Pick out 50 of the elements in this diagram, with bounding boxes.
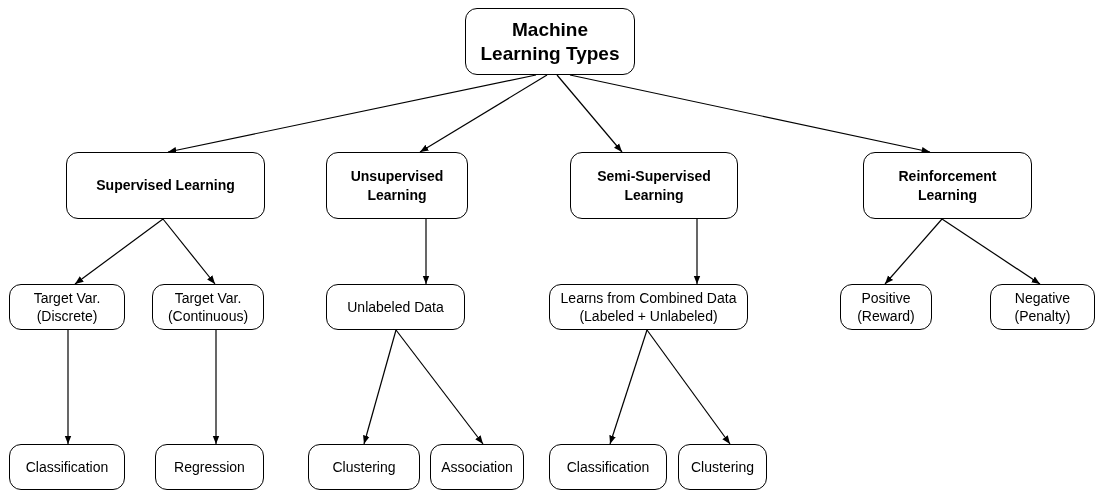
category-box bbox=[66, 152, 265, 219]
node-label: Machine Learning Types bbox=[479, 17, 621, 66]
arrow bbox=[162, 218, 216, 285]
process-box bbox=[990, 284, 1095, 330]
arrow bbox=[693, 218, 701, 285]
node-label: Semi-Supervised Learning bbox=[596, 167, 712, 204]
arrow bbox=[395, 329, 484, 445]
process-box bbox=[430, 444, 524, 490]
node-label: Association bbox=[441, 457, 513, 477]
category-box bbox=[465, 8, 635, 75]
process-box bbox=[326, 284, 465, 330]
node-label: Target Var. (Discrete) bbox=[32, 288, 102, 326]
process-box bbox=[840, 284, 932, 330]
node-label: Learns from Combined Data (Labeled + Unlabeled) bbox=[559, 288, 738, 326]
node-label: Clustering bbox=[691, 457, 754, 477]
process-box bbox=[549, 284, 748, 330]
arrow bbox=[569, 74, 931, 154]
arrow bbox=[167, 74, 537, 154]
arrow bbox=[64, 329, 72, 445]
arrow bbox=[419, 74, 548, 153]
category-box bbox=[326, 152, 468, 219]
process-box bbox=[9, 284, 125, 330]
arrow bbox=[941, 218, 1041, 285]
arrow bbox=[74, 218, 164, 285]
node-label: Regression bbox=[174, 457, 245, 477]
process-box bbox=[308, 444, 420, 490]
node-label: Target Var. (Continuous) bbox=[166, 288, 250, 326]
node-label: Classification bbox=[566, 457, 650, 477]
arrow bbox=[609, 329, 648, 445]
process-box bbox=[9, 444, 125, 490]
arrow bbox=[363, 329, 397, 445]
process-box bbox=[152, 284, 264, 330]
node-label: Unlabeled Data bbox=[347, 297, 444, 317]
node-label: Positive (Reward) bbox=[856, 288, 916, 326]
category-box bbox=[570, 152, 738, 219]
node-label: Supervised Learning bbox=[96, 176, 235, 195]
node-label: Classification bbox=[25, 457, 109, 477]
node-label: Reinforcement Learning bbox=[897, 167, 998, 204]
arrow bbox=[556, 74, 623, 153]
process-box bbox=[549, 444, 667, 490]
node-label: Unsupervised Learning bbox=[349, 167, 445, 204]
arrow bbox=[422, 218, 430, 285]
arrow bbox=[212, 329, 220, 445]
node-label: Negative (Penalty) bbox=[1013, 288, 1072, 326]
process-box bbox=[678, 444, 767, 490]
node-label: Clustering bbox=[332, 457, 396, 477]
arrow bbox=[646, 329, 731, 445]
process-box bbox=[155, 444, 264, 490]
arrow bbox=[884, 218, 943, 285]
category-box bbox=[863, 152, 1032, 219]
